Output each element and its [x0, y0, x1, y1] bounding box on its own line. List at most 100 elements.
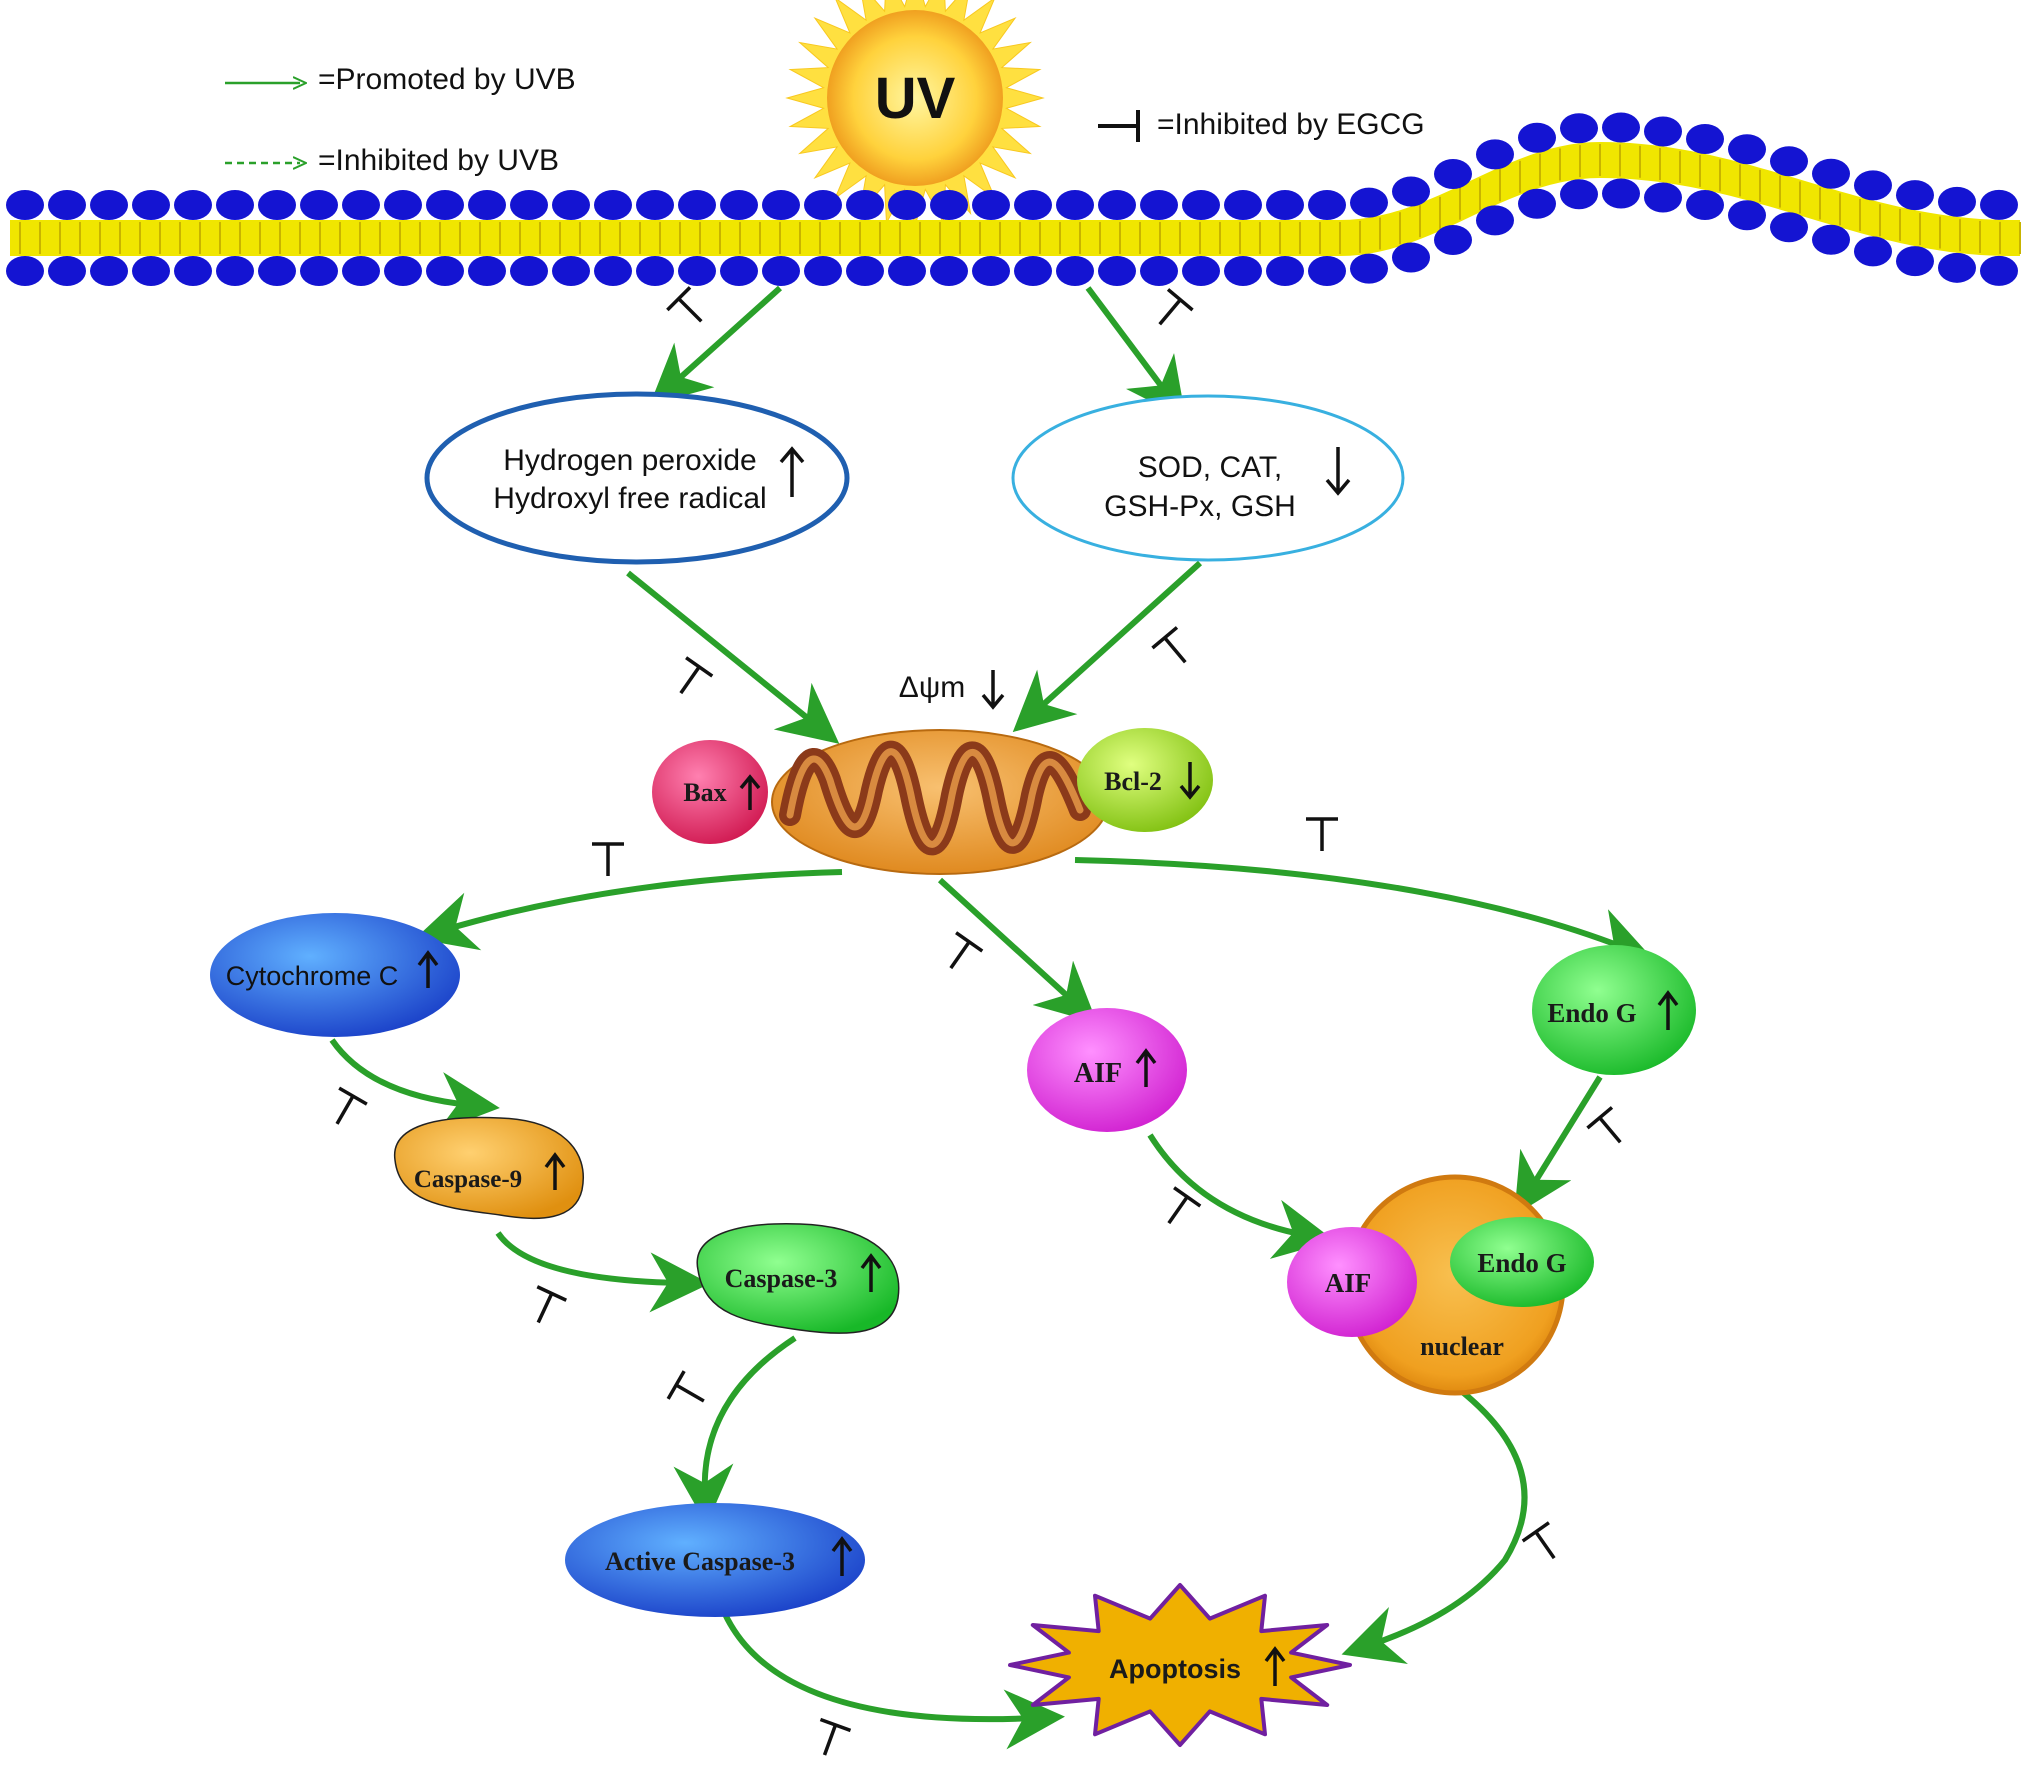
lipid-head — [90, 190, 128, 220]
lipid-head — [300, 190, 338, 220]
lipid-head — [1056, 190, 1094, 220]
lipid-head — [384, 190, 422, 220]
inhibit-symbol — [1151, 626, 1187, 664]
inhibit-symbol — [666, 286, 703, 323]
lipid-head — [636, 256, 674, 286]
lipid-head — [1812, 158, 1850, 189]
lipid-head — [1560, 113, 1598, 144]
legend-inhibit-symbol — [1098, 110, 1140, 142]
arrow-casp9-to-casp3 — [495, 1231, 710, 1313]
lipid-head — [1308, 256, 1346, 286]
lipid-head — [1602, 178, 1640, 209]
lipid-head — [48, 256, 86, 286]
arrow-nucleus-to-apoptosis — [1341, 1387, 1528, 1664]
lipid-head — [1350, 187, 1388, 218]
lipid-head — [1896, 180, 1934, 211]
lipid-head — [468, 190, 506, 220]
lipid-head — [888, 256, 926, 286]
lipid-head — [1182, 190, 1220, 220]
lipid-head — [300, 256, 338, 286]
down-arrow-icon — [1179, 762, 1201, 800]
lipid-head — [1812, 224, 1850, 255]
lipid-head — [1266, 190, 1304, 220]
cell-membrane — [6, 112, 2021, 286]
lipid-head — [6, 256, 44, 286]
lipid-head — [1182, 256, 1220, 286]
inhibit-symbol — [1167, 1186, 1202, 1225]
lipid-head — [1308, 190, 1346, 220]
lipid-head — [342, 190, 380, 220]
active-caspase-3-label: Active Caspase-3 — [605, 1547, 795, 1576]
up-arrow-icon — [1657, 990, 1679, 1030]
nucleus-endo-g — [1450, 1217, 1594, 1307]
lipid-head — [1938, 252, 1976, 283]
sun-label: UV — [875, 66, 956, 131]
arrow-mito-to-aif — [937, 877, 1098, 1024]
lipid-head — [426, 256, 464, 286]
lipid-head — [594, 256, 632, 286]
lipid-head — [48, 190, 86, 220]
arrow-antiox-to-mito — [1012, 560, 1203, 733]
arrow-membrane-to-ros — [649, 285, 783, 406]
lipid-head — [678, 256, 716, 286]
lipid-head — [1098, 190, 1136, 220]
active-caspase-3-node: Active Caspase-3 — [565, 1503, 865, 1617]
inhibit-symbol — [592, 842, 624, 876]
inhibit-symbol — [335, 1086, 368, 1125]
lipid-head — [174, 256, 212, 286]
up-arrow-icon — [1264, 1646, 1286, 1686]
lipid-head — [216, 190, 254, 220]
lipid-head — [1056, 256, 1094, 286]
lipid-head — [762, 190, 800, 220]
cytochrome-c-label: Cytochrome C — [226, 961, 399, 991]
ros-line2: Hydroxyl free radical — [493, 482, 766, 515]
inhibit-symbol — [1158, 288, 1194, 326]
membrane-tails — [10, 142, 2020, 256]
lipid-head — [762, 256, 800, 286]
lipid-head — [1434, 224, 1472, 255]
up-arrow-icon — [739, 774, 761, 810]
lipid-head — [1854, 236, 1892, 267]
aif-label: AIF — [1074, 1058, 1122, 1089]
lipid-head — [1224, 256, 1262, 286]
nucleus-aif-label: AIF — [1325, 1268, 1372, 1298]
inhibit-symbol — [1586, 1106, 1622, 1144]
apoptosis-node: Apoptosis — [1008, 1583, 1352, 1747]
lipid-head — [972, 190, 1010, 220]
lipid-head — [1224, 190, 1262, 220]
lipid-head — [258, 190, 296, 220]
lipid-head — [1098, 256, 1136, 286]
lipid-head — [1560, 179, 1598, 210]
caspase-3-node: Caspase-3 — [696, 1223, 900, 1334]
inhibit-symbol — [819, 1717, 852, 1756]
lipid-head — [1518, 122, 1556, 153]
lipid-head — [1392, 176, 1430, 207]
lipid-head — [930, 256, 968, 286]
lipid-head — [1770, 146, 1808, 177]
arrow-endog-to-nucleus — [1514, 1075, 1603, 1216]
antioxidant-box: SOD, CAT, GSH-Px, GSH — [1011, 394, 1405, 562]
arrow-membrane-to-antioxidants — [1085, 286, 1186, 420]
nucleus-aif — [1287, 1227, 1417, 1337]
legend: =Promoted by UVB =Inhibited by UVB =Inhi… — [225, 63, 1425, 177]
lipid-head — [1728, 200, 1766, 231]
lipid-head — [636, 190, 674, 220]
lipid-head — [468, 256, 506, 286]
lipid-head — [258, 256, 296, 286]
lipid-head — [678, 190, 716, 220]
arrow-aif-to-nucleus — [1147, 1133, 1335, 1259]
inhibit-symbol — [1306, 817, 1338, 851]
lipid-head — [1770, 212, 1808, 243]
arrows — [329, 285, 1653, 1750]
lipid-head — [552, 190, 590, 220]
up-arrow-icon — [1135, 1048, 1157, 1087]
lipid-head — [1014, 190, 1052, 220]
antiox-line1: SOD, CAT, — [1138, 451, 1282, 484]
bcl2-node: Bcl-2 — [1077, 728, 1213, 832]
up-arrow-icon — [779, 446, 805, 497]
lipid-head — [1350, 253, 1388, 284]
bax-node: Bax — [652, 740, 768, 844]
lipid-head — [804, 190, 842, 220]
